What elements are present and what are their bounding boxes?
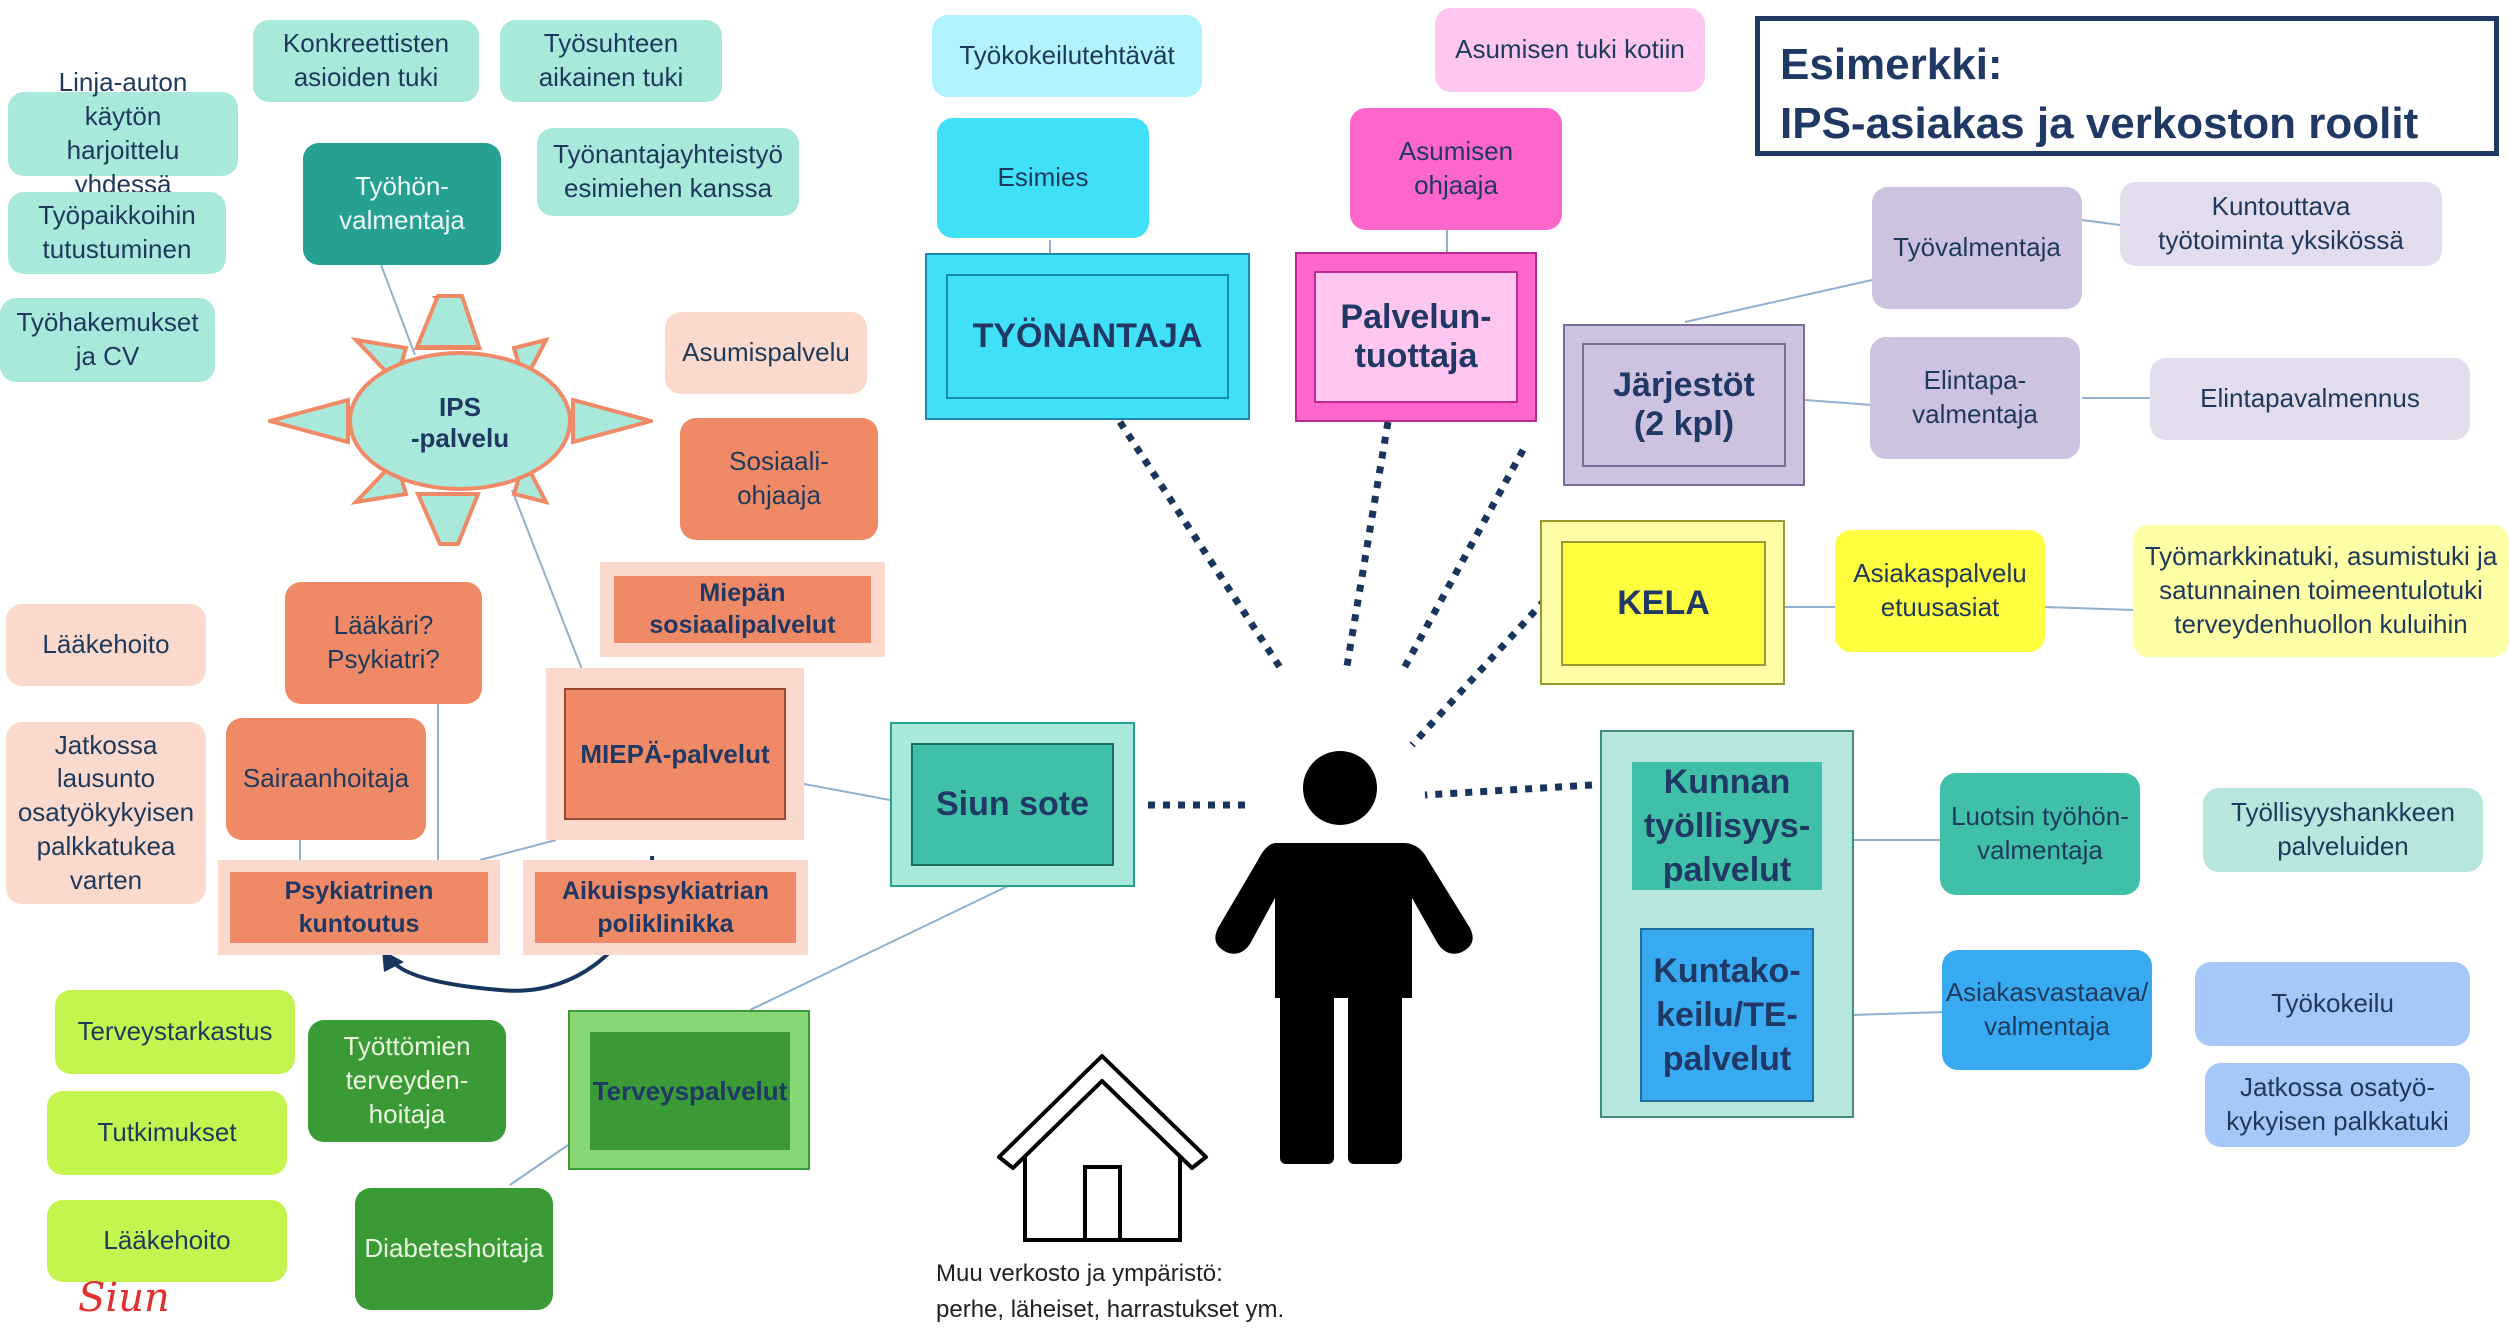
kela-benefits-node: Työmarkkinatuki, asumistuki ja satunnain… bbox=[2133, 525, 2509, 657]
municipal-inner-text: Kuntako- keilu/TE- palvelut bbox=[1653, 951, 1801, 1079]
pilot-coach-node: Luotsin työhön- valmentaja bbox=[1940, 773, 2140, 895]
bus-training-node: Linja-auton käytön harjoittelu yhdessä bbox=[8, 67, 238, 199]
work-trial-node: Työkokeilu bbox=[2195, 962, 2470, 1046]
kela-service-node: Asiakaspalvelu etuusasiat bbox=[1835, 530, 2045, 652]
sun-icon bbox=[268, 294, 653, 546]
employment-support-node: Työsuhteen aikainen tuki bbox=[500, 20, 722, 102]
organizations-label: Järjestöt (2 kpl) bbox=[1582, 343, 1786, 467]
medication-node: Lääkehoito bbox=[47, 1200, 287, 1282]
lifestyle-coach-node: Elintapa- valmentaja bbox=[1870, 337, 2080, 459]
other-network-caption: Muu verkosto ja ympäristö: perhe, läheis… bbox=[936, 1260, 1285, 1323]
unemployed-care-node: Työttömien terveyden- hoitaja bbox=[308, 1020, 506, 1142]
health-check-node: Terveystarkastus bbox=[55, 990, 295, 1074]
nurse-node: Sairaanhoitaja bbox=[226, 718, 426, 840]
supervisor-node: Esimies bbox=[937, 118, 1149, 238]
house-icon bbox=[997, 1054, 1208, 1242]
person-icon bbox=[1215, 751, 1473, 1164]
health-label: Terveyspalvelut bbox=[590, 1032, 790, 1150]
health-frame: Terveyspalvelut bbox=[568, 1010, 810, 1170]
concrete-support-node: Konkreettisten asioiden tuki bbox=[253, 20, 479, 102]
job-applications-node: Työhakemukset ja CV bbox=[0, 298, 215, 382]
outpatient-label: Aikuispsykiatrian poliklinikka bbox=[535, 872, 796, 943]
handwritten-signature: Siun bbox=[78, 1275, 170, 1321]
employer-cooperation-node: Työnantajayhteistyö esimiehen kanssa bbox=[537, 128, 799, 216]
employer-label: TYÖNANTAJA bbox=[946, 274, 1229, 399]
employment-project-node: Työllisyyshankkeen palveluiden bbox=[2203, 788, 2483, 872]
municipal-inner-box bbox=[1640, 928, 1814, 1102]
provider-label: Palvelun- tuottaja bbox=[1314, 271, 1518, 403]
medication-left-node: Lääkehoito bbox=[6, 604, 206, 686]
miepa-social-label: Miepän sosiaalipalvelut bbox=[614, 576, 871, 643]
employer-frame: TYÖNANTAJA bbox=[925, 253, 1250, 420]
work-coach-node: Työvalmentaja bbox=[1872, 187, 2082, 309]
housing-service-node: Asumispalvelu bbox=[665, 312, 867, 394]
workplace-visits-node: Työpaikkoihin tutustuminen bbox=[8, 192, 226, 274]
siun-frame: Siun sote bbox=[890, 722, 1135, 887]
miepa-frame: MIEPÄ-palvelut bbox=[546, 668, 804, 840]
siun-label: Siun sote bbox=[911, 743, 1114, 866]
outpatient-frame: Aikuispsykiatrian poliklinikka bbox=[523, 860, 808, 955]
kela-label: KELA bbox=[1561, 541, 1766, 666]
job-coach-node: Työhön- valmentaja bbox=[303, 143, 501, 265]
tests-node: Tutkimukset bbox=[47, 1091, 287, 1175]
wage-subsidy-node: Jatkossa osatyö- kykyisen palkkatuki bbox=[2205, 1063, 2470, 1147]
provider-frame: Palvelun- tuottaja bbox=[1295, 252, 1537, 422]
psych-rehab-label: Psykiatrinen kuntoutus bbox=[230, 872, 488, 943]
psych-rehab-frame: Psykiatrinen kuntoutus bbox=[218, 860, 500, 955]
later-statement-node: Jatkossa lausunto osatyökykyisen palkkat… bbox=[6, 722, 206, 904]
diabetes-node: Diabeteshoitaja bbox=[355, 1188, 553, 1310]
organizations-frame: Järjestöt (2 kpl) bbox=[1563, 324, 1805, 486]
miepa-social-frame: Miepän sosiaalipalvelut bbox=[600, 562, 885, 657]
trial-tasks-node: Työkokeilutehtävät bbox=[932, 15, 1202, 97]
diagram-title: Esimerkki: IPS-asiakas ja verkoston rool… bbox=[1755, 16, 2499, 156]
housing-instructor-node: Asumisen ohjaaja bbox=[1350, 108, 1562, 230]
miepa-label: MIEPÄ-palvelut bbox=[564, 688, 786, 820]
doctor-node: Lääkäri? Psykiatri? bbox=[285, 582, 482, 704]
municipal-label: Kunnan työllisyys- palvelut bbox=[1632, 762, 1822, 890]
case-manager-node: Asiakasvastaava/ valmentaja bbox=[1942, 950, 2152, 1070]
ips-service-label: IPS -palvelu bbox=[410, 391, 510, 453]
kela-frame: KELA bbox=[1540, 520, 1785, 685]
lifestyle-coaching-node: Elintapavalmennus bbox=[2150, 358, 2470, 440]
home-support-node: Asumisen tuki kotiin bbox=[1435, 8, 1705, 92]
social-worker-node: Sosiaali- ohjaaja bbox=[680, 418, 878, 540]
rehab-activity-node: Kuntouttava työtoiminta yksikössä bbox=[2120, 182, 2442, 266]
